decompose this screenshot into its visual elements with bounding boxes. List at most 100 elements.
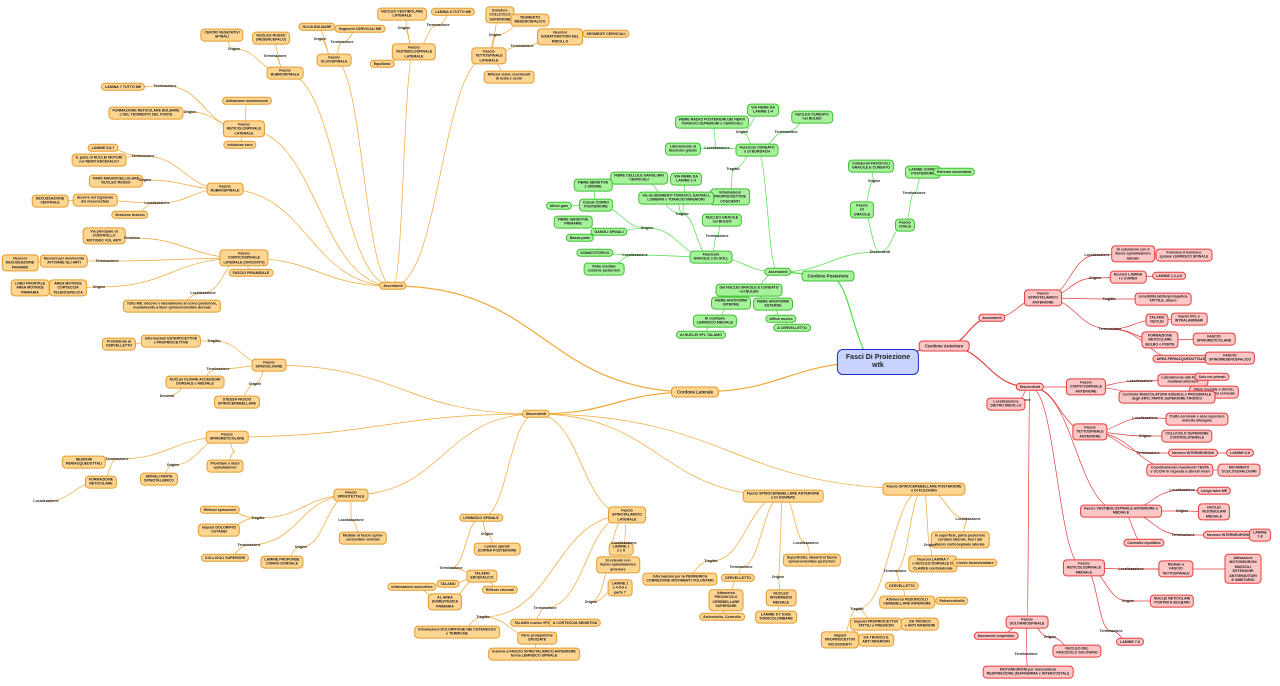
edge-label-r6d[interactable]: Terminazione (1014, 651, 1038, 656)
map-node-o12k[interactable]: Fibre protopatiche CROCIATE (517, 631, 557, 645)
map-node-o14l[interactable]: DA TRONCO e ARTI INFERIORI (900, 617, 940, 631)
edge-label-o14j[interactable]: Tragitto (850, 606, 864, 611)
map-node-g1i[interactable]: Informazioni PROPRIOCETTIVE COSCIENTI (710, 188, 750, 206)
map-node-g2b[interactable]: VIA FIBRE DA LAMINE 1-4 (670, 172, 702, 186)
map-node-o7f[interactable]: LOBO FRONTALE AREA MOTRICE PRIMARIA (10, 279, 50, 297)
map-node-o14d[interactable]: Neuroni LAMINA 7 e NUCLEO DORSALE DI CLA… (908, 555, 958, 573)
map-node-o2[interactable]: Fascio OLIVOSPINALE (316, 53, 352, 67)
edge-label-o8f[interactable]: Origine (248, 381, 262, 386)
map-node-g1g[interactable]: Lateralmente al fascicolo gracile (664, 142, 702, 156)
map-node-g4e[interactable]: AI NUCLEI VPL TALAMO (676, 330, 726, 340)
edge-label-o2b[interactable]: Origine (313, 36, 327, 41)
map-node-r1l[interactable]: FORMAZIONE RETICOLARE BULBO e PONTE (1141, 331, 1179, 349)
map-node-r6c[interactable]: NUCLEO DEL FASCICOLO SOLITARIO (1052, 644, 1102, 658)
map-node-o12j[interactable]: Informazioni DOLORIFICHE NEI CUTANEOUS e… (414, 625, 500, 639)
map-node-r1m[interactable]: FASCIO SPINORETICOLARE (1192, 332, 1236, 346)
edge-label-o8h[interactable]: Decorso (159, 393, 175, 398)
edge-label-g3d[interactable]: Terminazione (902, 190, 926, 195)
edge-label-g2f[interactable]: Terminazione (705, 233, 729, 238)
map-node-o3e[interactable]: Equilibrio (369, 59, 395, 69)
map-node-r2c[interactable]: Solo nei primati (1194, 372, 1230, 382)
map-node-o4c[interactable]: TEGMENTO MESENCEFALICO (510, 13, 550, 27)
map-node-o11[interactable]: LEMNISCO SPINALE (459, 513, 503, 523)
map-node-r1c[interactable]: Formano il lemnisco spinale LEMNISCO SPI… (1155, 248, 1213, 262)
map-node-g4f[interactable]: A CERVELLETTO (773, 323, 811, 333)
edge-label-r4a[interactable]: Localizzazione (1169, 487, 1195, 492)
map-node-disc_o[interactable]: Discendenti (521, 409, 551, 419)
edge-label-o4b[interactable]: Origine (488, 32, 502, 37)
map-node-o13h[interactable]: NUCLEO INTERMEDIO MEDIALE (765, 589, 797, 607)
map-node-ant[interactable]: Cordone Anteriore (918, 340, 970, 352)
map-node-r1o[interactable]: FASCIO SPINOMESENCEFALICO (1204, 351, 1256, 365)
map-node-o13f[interactable]: Archeotelio, Controllo (699, 612, 745, 622)
edge-label-o6b[interactable]: Terminazione (131, 153, 155, 158)
map-node-r5[interactable]: Fascio RETICOLOSPINALE MEDIALE (1062, 559, 1106, 577)
map-node-o14[interactable]: Fascio SPINOCEREBELLARE POSTERIORE o DI … (882, 482, 966, 496)
edge-label-o7h[interactable]: Origine (92, 284, 106, 289)
map-node-asc_o[interactable]: Ascendenti (379, 281, 407, 291)
map-node-o10a[interactable]: Riflessi spinovisivi (199, 505, 241, 515)
map-node-o11h[interactable]: Riflessi viscerali (481, 585, 519, 595)
map-node-o11e[interactable]: TALAMO (436, 579, 460, 589)
map-node-o9[interactable]: Fascio SPINORETICOLARE (205, 430, 249, 444)
map-node-o12l[interactable]: Insieme a FASCIO SPINOTALAMICO ANTERIORE… (488, 647, 580, 661)
edge-label-o12d[interactable]: Origine (584, 599, 598, 604)
edge-label-o7j[interactable]: Localizzazione (190, 290, 216, 295)
map-node-o14g[interactable]: CERVELLETTO (884, 581, 920, 591)
map-node-g2g[interactable]: FIBRE SENSITIVE 1 ORDINE (573, 178, 613, 192)
map-node-o7i[interactable]: FASCIO PIRAMIDALE (228, 268, 274, 278)
map-node-r2e[interactable]: Controllo MUSCOLATURA ASSIALE e PROSSIMA… (1118, 390, 1216, 404)
map-node-o12g[interactable]: TALAMO nucleo VPL (510, 618, 554, 628)
edge-label-o3b[interactable]: Origine (397, 25, 411, 30)
map-node-r3d[interactable]: COLLICOLO SUPERIORE CONTROLATERALE (1161, 429, 1213, 443)
edge-label-o11a[interactable]: Origine (480, 531, 494, 536)
map-node-o9b[interactable]: NEURONI PERIACQUEDUTTALI (61, 455, 107, 469)
edge-label-o10h[interactable]: Localizzazione (338, 517, 364, 522)
map-node-r4g[interactable]: LAMINE 7-8 (1249, 528, 1271, 542)
map-node-o5c[interactable]: FORMAZIONE RETICOLARE BULBARE e DEL TEGM… (108, 106, 184, 120)
map-node-g2e[interactable]: NUCLEO GRACILE nel BULBO (701, 213, 743, 227)
map-node-g3a[interactable]: Collaterali FASCICOLI GRACILE E CUNEATO (847, 159, 895, 173)
map-node-r7a[interactable]: Localizzazione DIETRO MIDOLLO (986, 397, 1026, 411)
map-node-o11g[interactable]: Informazioni nocicettive (387, 582, 437, 592)
map-node-r3[interactable]: Fascio TETTOSPINALE ANTERIORE (1072, 423, 1108, 441)
map-node-o2d[interactable]: Segmenti CERVICALI ME (334, 24, 386, 34)
map-node-o14k[interactable]: Impulsi PROPRIOCETTIVI TATTILI e PRESSOR… (850, 617, 902, 631)
edge-label-r4c[interactable]: Origine (1175, 508, 1189, 513)
map-node-g2h[interactable]: Cellule CORNO POSTERIORE (578, 198, 614, 212)
map-node-o13e[interactable]: Attraverso PEDUNCOLO CEREBELLARE SUPERIO… (708, 589, 744, 611)
map-node-o4[interactable]: Fascio TETTOSPINALE LATERALE (471, 47, 507, 65)
map-node-o6d[interactable]: PARS MAGNOCELLULARE NUCLEO ROSSO (88, 174, 144, 188)
map-node-g1b[interactable]: NUCLEO CUNEATO nel BULBO (791, 110, 833, 124)
map-node-r4d[interactable]: NUCLEI VESTIBOLARI MEDIALE (1197, 503, 1231, 521)
map-node-g3[interactable]: Fascio DI GRACILE (849, 201, 875, 219)
map-node-o4g[interactable]: Riflessi visivi, movimenti di testa e oc… (483, 70, 535, 84)
map-node-o14h[interactable]: Attraverso PEDUNCOLO CEREBELLARE INFERIO… (879, 595, 935, 609)
map-node-o13[interactable]: Fascio SPINOCEREBELLARE ANTERIORE o DI G… (742, 489, 824, 503)
edge-label-o10b[interactable]: Tragitto (251, 515, 265, 520)
map-node-o13d[interactable]: CERVELLETTO (720, 573, 756, 583)
edge-label-r6b[interactable]: Origine (1043, 634, 1057, 639)
map-node-g2[interactable]: Fascicolo GRACILE o DI GOLL (689, 250, 733, 264)
map-node-r6a[interactable]: Movimenti respiratori (973, 631, 1019, 641)
map-node-g2p[interactable]: Parte mediale cordone posteriore (583, 262, 625, 276)
edge-label-r1d[interactable]: Origine (1088, 275, 1102, 280)
map-node-o10i[interactable]: Mediale al fascio spino- cerebellare ven… (338, 531, 388, 545)
map-node-o13b[interactable]: Informazioni per la PERIFERICA CORREZION… (642, 572, 718, 586)
map-node-o14n[interactable]: Impulsi PROPRIOCETTIVI INCOSCIENTI (820, 631, 860, 649)
map-node-r2[interactable]: Fascio CORTICOSPINALE ANTERIORE (1065, 378, 1107, 396)
edge-label-o8a[interactable]: Tragitto (207, 338, 221, 343)
map-node-r3h[interactable]: Coordinamento movimenti TESTA e OCCHI in… (1146, 463, 1214, 477)
map-node-o8e[interactable]: NUCLEI OLIVARI ACCESSORI DORSALE e MEDIA… (165, 375, 225, 389)
map-node-r1[interactable]: Fascio SPINOTALAMICO ANTERIORE (1024, 289, 1062, 307)
map-node-g4d[interactable]: Affluir nucleo (765, 314, 797, 324)
map-node-g2m[interactable]: Bassa parte (565, 233, 595, 243)
map-node-o4a[interactable]: Emisfero COLLICOLO SUPERIORE (485, 6, 515, 24)
map-node-g2n[interactable]: SOMATOTOPICO (576, 248, 614, 258)
map-node-o12a[interactable]: LAMINE 1 2 e 5 (608, 542, 634, 556)
map-node-r1k[interactable]: Nuclei VPL e INTRALAMINARI (1170, 312, 1208, 326)
edge-label-r5f[interactable]: Terminazione (1099, 628, 1123, 633)
map-node-o4f[interactable]: SEGMENTI CERVICALI (582, 29, 630, 39)
edge-label-r5a[interactable]: Localizzazione (1118, 566, 1144, 571)
map-node-o3a[interactable]: NUCLEO VESTIBOLARE LATERALE (377, 7, 427, 21)
